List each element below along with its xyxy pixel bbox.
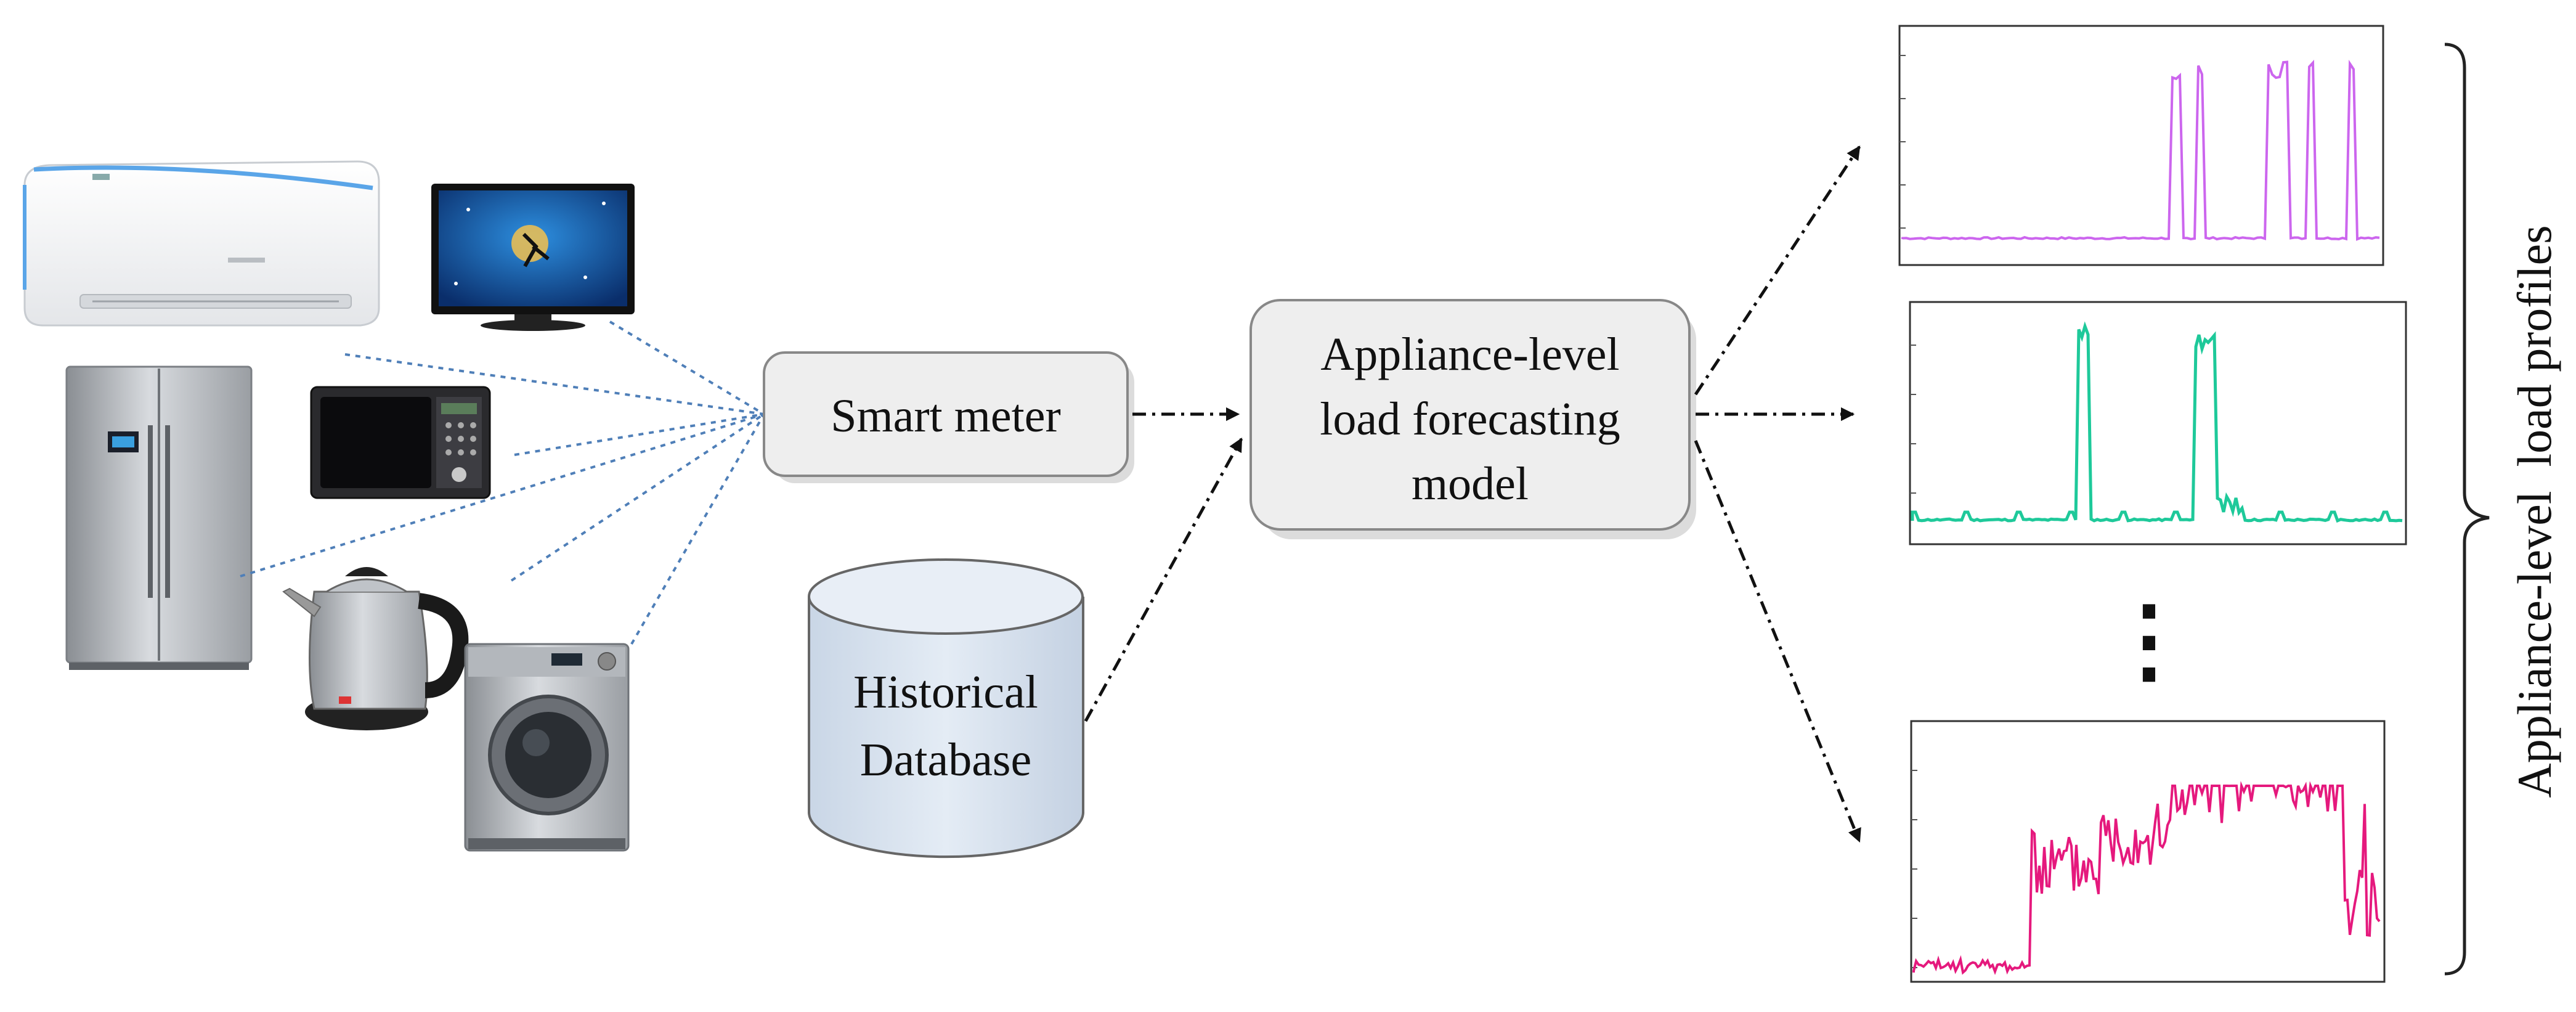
smart-meter-box: Smart meter	[763, 351, 1134, 483]
model-box: Appliance-level load forecasting model	[1249, 299, 1696, 539]
kettle-icon	[282, 567, 469, 730]
arrow-model-to-profile-1	[1694, 145, 1861, 396]
model-label-line-1: Appliance-level	[1320, 328, 1619, 380]
profile-plot-3	[1910, 720, 2386, 983]
appliance-links	[240, 320, 765, 645]
profiles-brace	[2444, 43, 2490, 976]
historical-database-cylinder: Historical Database	[808, 558, 1084, 859]
air-conditioner-icon	[23, 160, 380, 327]
flow-arrows	[1084, 145, 1861, 843]
washing-machine-icon	[464, 643, 630, 852]
profiles-label: Appliance-level load profiles	[2508, 225, 2561, 798]
profile-1-series	[1901, 59, 2380, 241]
model-label-line-3: model	[1412, 458, 1529, 510]
profile-2-series	[1911, 321, 2403, 523]
database-label-line-1: Historical	[853, 666, 1038, 718]
arrow-model-to-profile-3	[1694, 440, 1861, 843]
profile-plot-1	[1898, 25, 2384, 266]
arrow-database-to-model	[1084, 438, 1243, 722]
television-icon	[431, 184, 635, 331]
profile-3-series	[1912, 781, 2381, 976]
profiles-ellipsis: ⋮	[2103, 590, 2195, 692]
database-label-line-2: Database	[860, 734, 1032, 786]
microwave-icon	[310, 386, 491, 499]
profile-plot-2	[1909, 301, 2407, 545]
model-label-line-2: load forecasting	[1320, 393, 1620, 445]
smart-meter-label: Smart meter	[831, 390, 1061, 442]
refrigerator-icon	[65, 365, 253, 670]
